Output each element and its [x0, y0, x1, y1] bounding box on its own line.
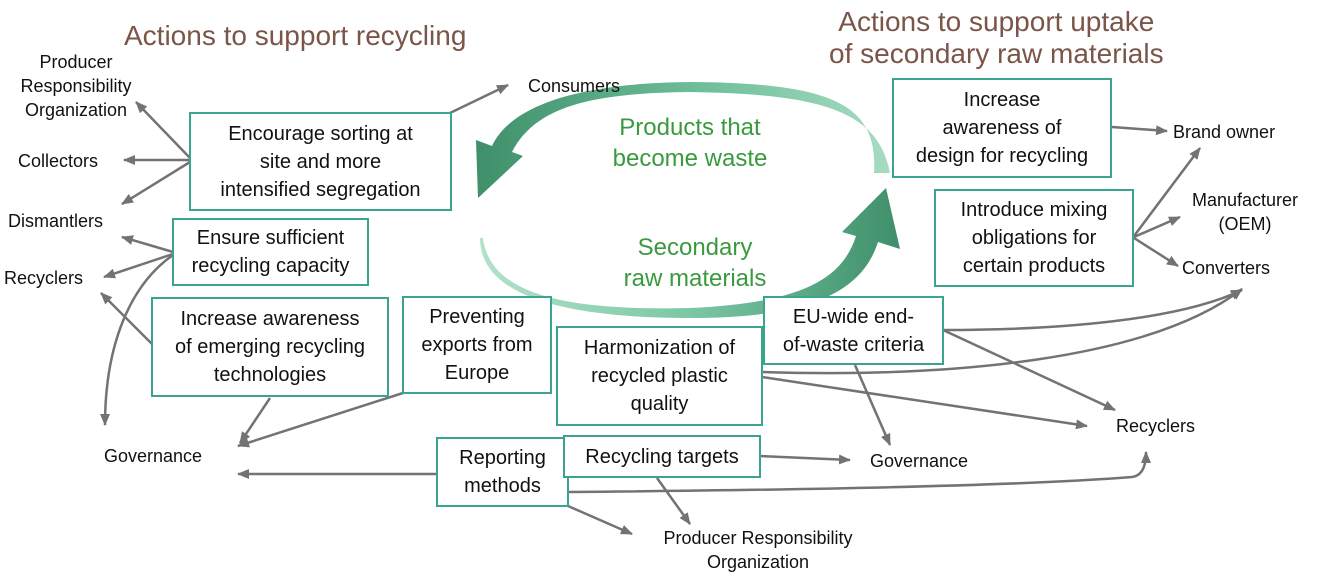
arrow-endofwaste-to-governance [853, 364, 892, 446]
arrow-reporting-to-recyclers [567, 451, 1151, 494]
arrow-mixing-to-converters [1133, 236, 1179, 268]
box-mixing-obligations: Introduce mixing obligations for certain… [934, 189, 1134, 287]
actor-collectors: Collectors [18, 151, 99, 171]
arrow-sorting-to-pro [135, 101, 191, 159]
arrow-capacity-to-recyclers [103, 252, 174, 279]
actor-converters: Converters [1182, 258, 1271, 278]
actor-governance-left: Governance [104, 446, 203, 466]
heading-recycling: Actions to support recycling [124, 20, 467, 51]
arrow-capacity-to-dismantlers [121, 235, 174, 254]
arrow-mixing-to-manufacturer [1133, 215, 1181, 239]
heading-uptake: Actions to support uptake of secondary r… [829, 6, 1164, 69]
actor-recyclers-right: Recyclers [1116, 416, 1196, 436]
arrow-mixing-to-brand-owner [1133, 147, 1201, 237]
actor-pro-bottom: Producer Responsibility Organization [663, 528, 853, 572]
arrow-targets-to-pro [655, 477, 692, 525]
arrow-harmonization-to-converters [761, 288, 1243, 375]
actor-manufacturer: Manufacturer (OEM) [1191, 190, 1299, 234]
actor-brand-owner: Brand owner [1173, 122, 1276, 142]
actor-governance-mid: Governance [870, 451, 969, 471]
arrow-design-to-brand-owner [1111, 125, 1168, 136]
arrow-sorting-to-consumers [449, 83, 509, 115]
actor-pro-left: Producer Responsibility Organization [20, 52, 132, 120]
cycle-label-bottom: Secondary raw materials [623, 234, 767, 292]
arrow-capacity-to-governance [100, 253, 174, 426]
box-encourage-sorting: Encourage sorting at site and more inten… [189, 112, 452, 211]
actor-dismantlers: Dismantlers [8, 211, 104, 231]
box-recycling-targets: Recycling targets [563, 435, 761, 478]
actor-recyclers-left: Recyclers [4, 268, 84, 288]
arrow-technologies-to-governance [238, 397, 272, 444]
box-emerging-technologies: Increase awareness of emerging recycling… [151, 297, 389, 397]
actor-consumers: Consumers [528, 76, 621, 96]
arrow-technologies-to-recyclers [100, 292, 153, 345]
arrow-endofwaste-to-converters [942, 288, 1243, 332]
box-harmonization: Harmonization of recycled plastic qualit… [556, 326, 763, 426]
box-end-of-waste: EU-wide end- of-waste criteria [763, 296, 944, 365]
arrow-sorting-to-dismantlers [121, 160, 191, 206]
cycle-label-top: Products that become waste [612, 114, 768, 172]
arrow-endofwaste-to-recyclers [942, 328, 1116, 412]
arrow-harmonization-to-recyclers [761, 375, 1088, 430]
box-recycling-capacity: Ensure sufficient recycling capacity [172, 218, 369, 286]
box-preventing-exports: Preventing exports from Europe [402, 296, 552, 394]
arrow-reporting-to-pro [567, 504, 633, 536]
arrow-targets-to-governance [759, 454, 851, 465]
box-reporting-methods: Reporting methods [436, 437, 569, 507]
arrow-exports-to-governance [237, 391, 404, 448]
box-design-for-recycling: Increase awareness of design for recycli… [892, 78, 1112, 178]
